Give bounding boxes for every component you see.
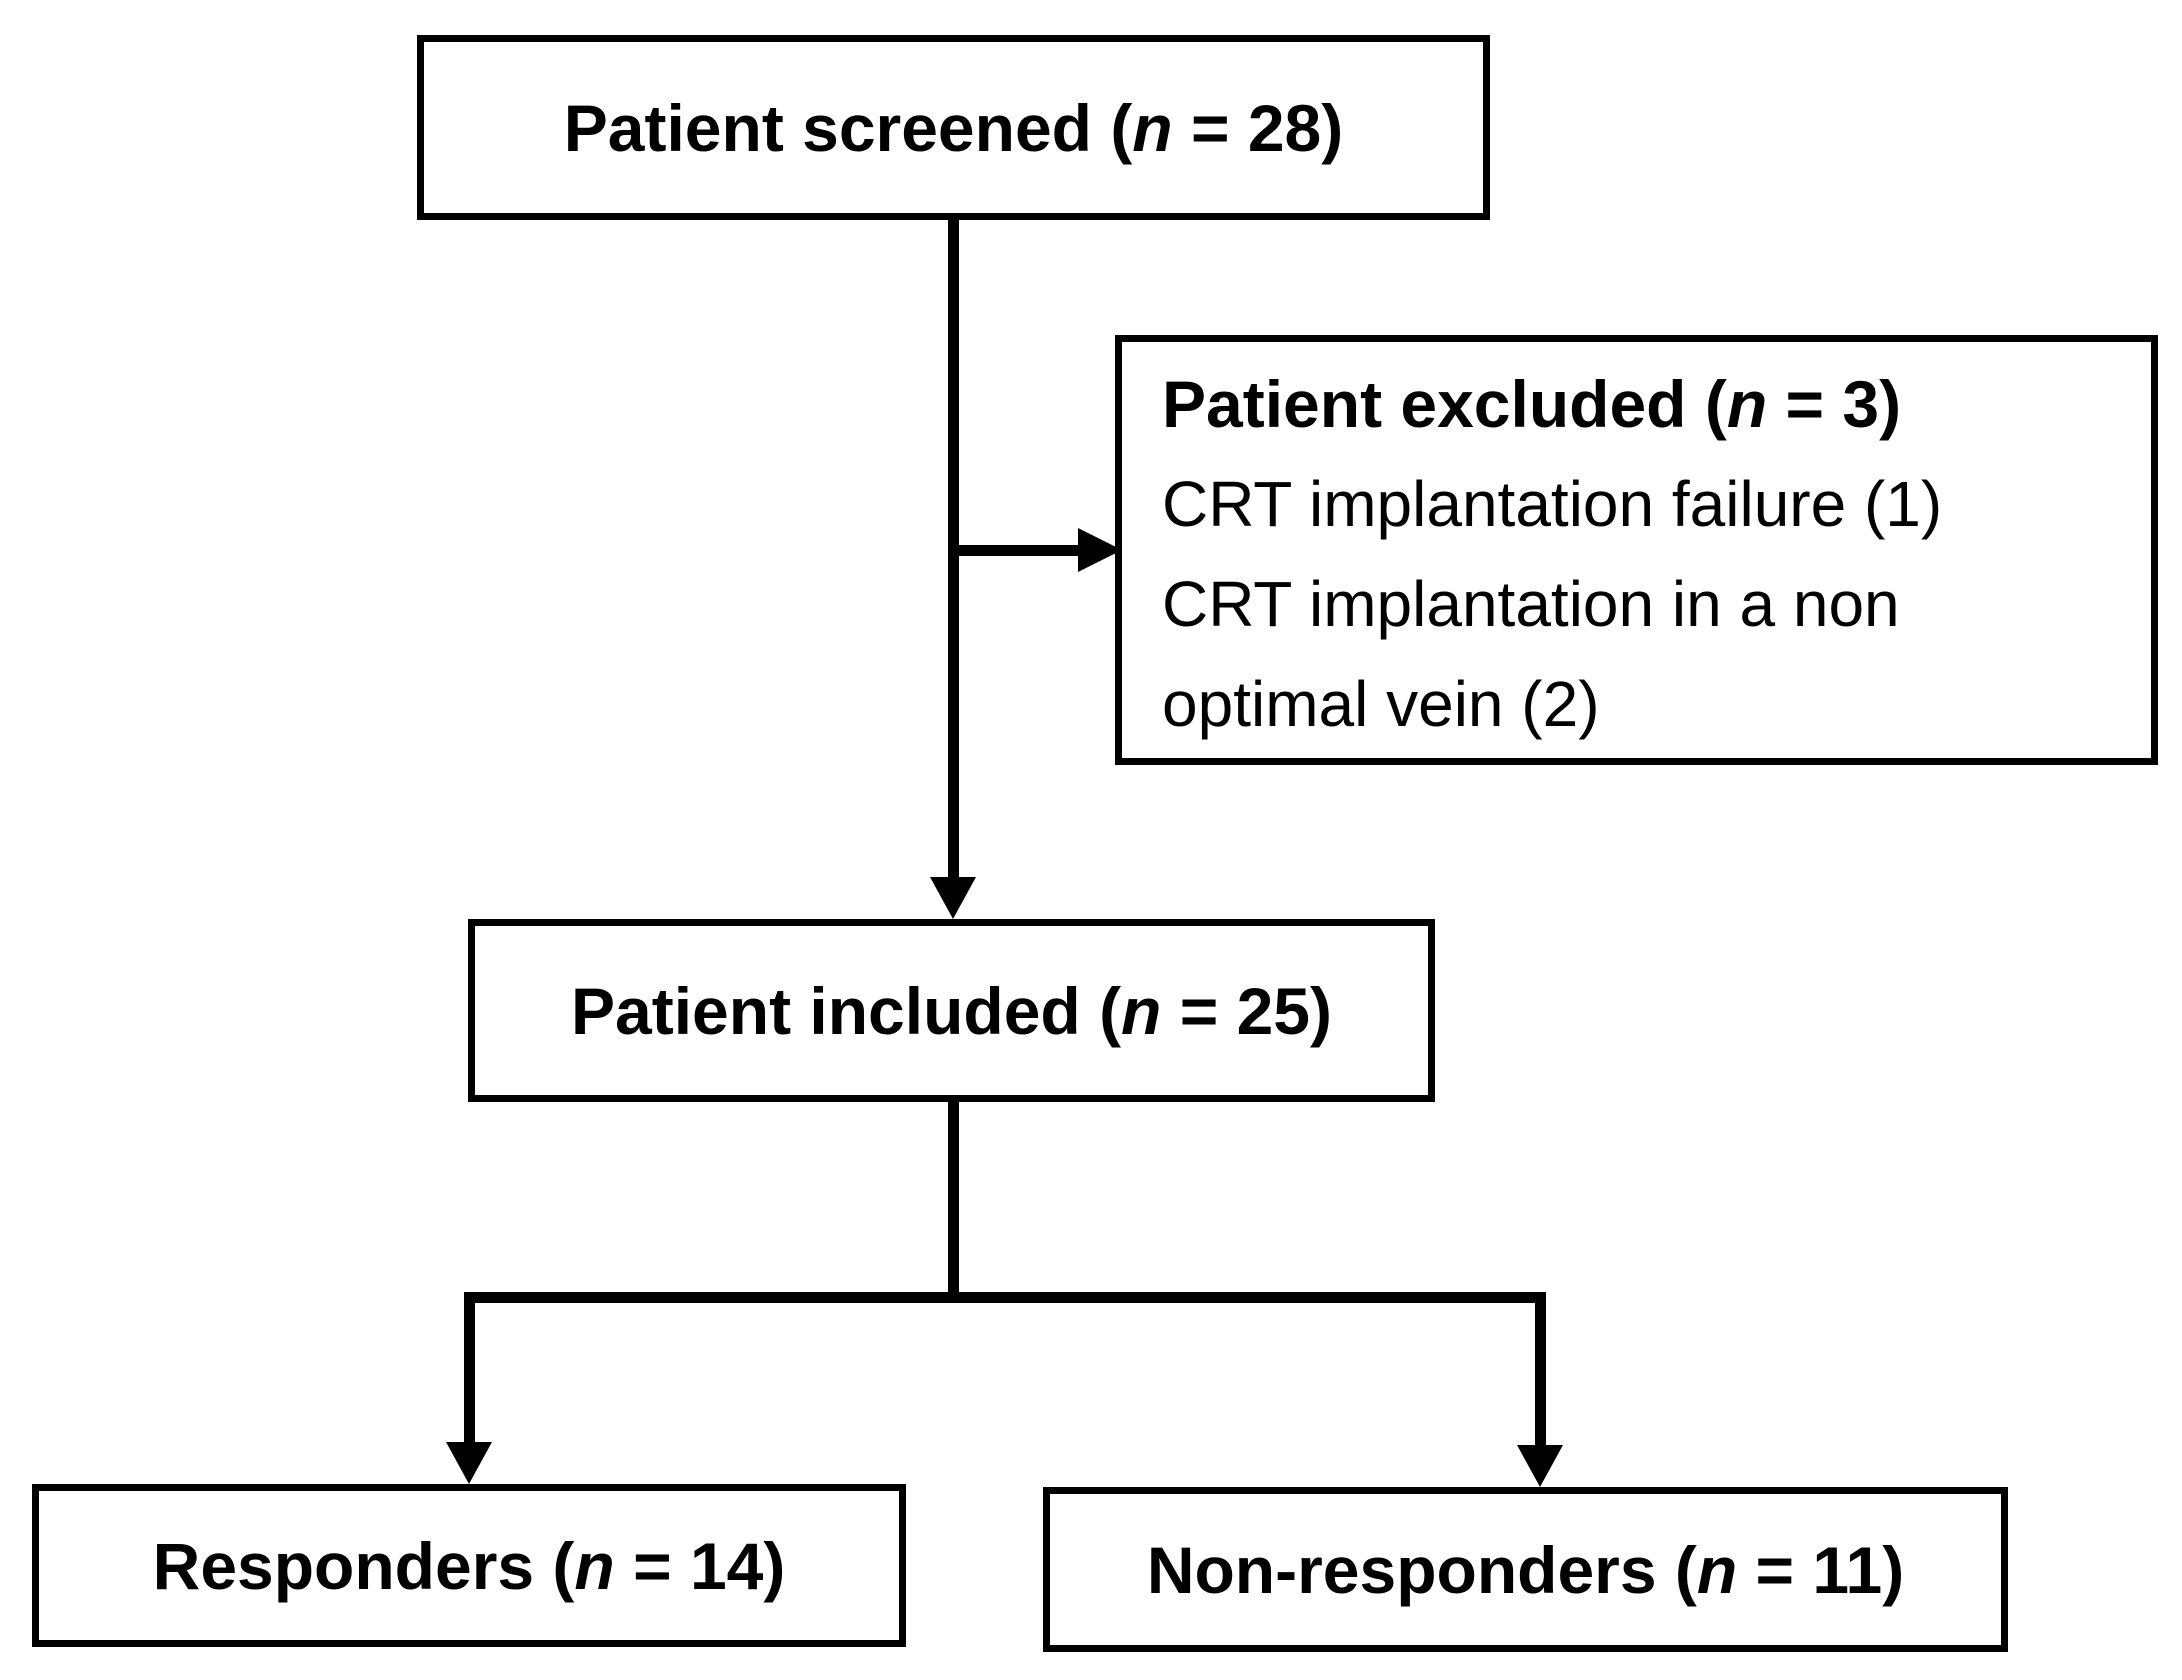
excluded-title-n: n bbox=[1726, 367, 1768, 441]
nonresponders-box: Non-responders (n = 11) bbox=[1043, 1487, 2008, 1652]
responders-label-pre: Responders ( bbox=[152, 1528, 575, 1603]
responders-label: Responders (n = 14) bbox=[153, 1528, 786, 1604]
excluded-detail-2: CRT implantation in a non optimal vein (… bbox=[1162, 568, 1900, 740]
screened-label-n: n bbox=[1132, 90, 1173, 165]
nonresponders-label: Non-responders (n = 11) bbox=[1147, 1532, 1904, 1608]
screened-label-pre: Patient screened ( bbox=[563, 90, 1133, 165]
connector-included-to-split bbox=[948, 1100, 959, 1297]
excluded-box: Patient excluded (n = 3) CRT implantatio… bbox=[1115, 335, 2158, 765]
excluded-detail-1: CRT implantation failure (1) bbox=[1162, 468, 1943, 540]
arrowhead-down-responders-icon bbox=[446, 1442, 492, 1484]
nonresponders-label-pre: Non-responders ( bbox=[1146, 1532, 1697, 1607]
nonresponders-label-n: n bbox=[1696, 1532, 1738, 1607]
responders-label-n: n bbox=[574, 1528, 615, 1603]
connector-branch-to-excluded bbox=[948, 545, 1080, 556]
screened-box: Patient screened (n = 28) bbox=[417, 35, 1490, 220]
included-box: Patient included (n = 25) bbox=[468, 919, 1435, 1102]
included-label-post: = 25) bbox=[1161, 973, 1332, 1048]
included-label: Patient included (n = 25) bbox=[571, 973, 1332, 1049]
arrowhead-down-included-icon bbox=[930, 877, 976, 919]
screened-label-post: = 28) bbox=[1172, 90, 1344, 165]
connector-split-to-nonresponders bbox=[1535, 1292, 1546, 1447]
nonresponders-label-post: = 11) bbox=[1737, 1532, 1905, 1607]
arrowhead-down-nonresponders-icon bbox=[1517, 1445, 1563, 1487]
excluded-title: Patient excluded (n = 3) bbox=[1162, 354, 1901, 454]
included-label-n: n bbox=[1121, 973, 1162, 1048]
connector-split-to-responders bbox=[464, 1292, 475, 1444]
excluded-title-pre: Patient excluded ( bbox=[1162, 367, 1727, 441]
responders-box: Responders (n = 14) bbox=[32, 1484, 906, 1647]
screened-label: Patient screened (n = 28) bbox=[564, 90, 1343, 166]
connector-split-line bbox=[464, 1292, 1546, 1303]
excluded-title-post: = 3) bbox=[1767, 367, 1902, 441]
included-label-pre: Patient included ( bbox=[571, 973, 1122, 1048]
responders-label-post: = 14) bbox=[614, 1528, 786, 1603]
arrowhead-right-excluded-icon bbox=[1078, 528, 1122, 572]
